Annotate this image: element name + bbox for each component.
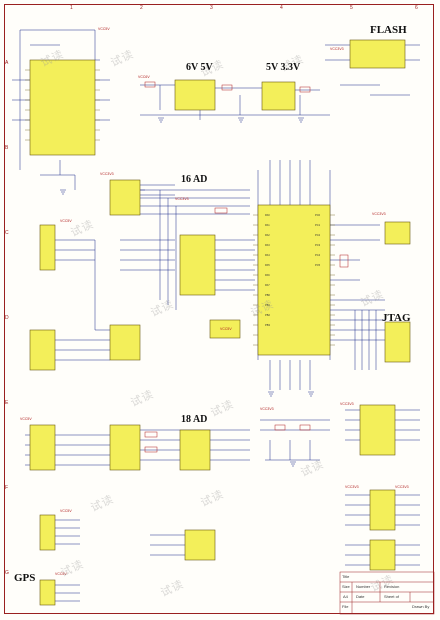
svg-text:PB3: PB3 — [265, 323, 270, 327]
svg-text:PC4: PC4 — [315, 253, 321, 257]
zone-row-f: F — [5, 485, 9, 491]
flash-chip — [349, 39, 406, 69]
main-cpu-chip — [257, 204, 331, 356]
svg-text:VCC3V3: VCC3V3 — [175, 197, 189, 201]
svg-text:PA0: PA0 — [265, 213, 270, 217]
svg-text:VCC3V3: VCC3V3 — [260, 407, 274, 411]
svg-text:PB2: PB2 — [265, 313, 270, 317]
svg-text:VCC3V3: VCC3V3 — [100, 172, 114, 176]
section-title-18-ad: 18 AD — [181, 414, 208, 425]
driver-chip-right — [359, 404, 396, 456]
gps-header — [39, 579, 56, 606]
level-shifter-bottom — [109, 324, 141, 361]
svg-text:VCC5V: VCC5V — [55, 572, 67, 576]
connector-left-bottom — [29, 329, 56, 371]
svg-text:VCC5V: VCC5V — [20, 417, 32, 421]
zone-row-g: G — [5, 570, 9, 576]
svg-text:PA6: PA6 — [265, 273, 270, 277]
section-title-6v-5v: 6V 5V — [186, 62, 213, 73]
svg-text:VCC5V: VCC5V — [60, 509, 72, 513]
title-block-sheet-label: Sheet of — [384, 594, 399, 599]
zone-row-e: E — [5, 400, 9, 406]
header-bottom-right-1 — [369, 489, 396, 531]
chip-bottom-center — [184, 529, 216, 561]
title-block-date-label: Date — [356, 594, 365, 599]
connector-left-mid — [39, 224, 56, 271]
adc-16bit-chip — [179, 234, 216, 296]
section-title-jtag: JTAG — [382, 312, 411, 324]
svg-text:VCC5V: VCC5V — [98, 27, 110, 31]
level-shifter-top — [109, 179, 141, 216]
title-block-number-label: Number — [356, 584, 371, 589]
section-title-5v-3v3: 5V 3.3V — [266, 62, 301, 73]
svg-text:PA7: PA7 — [265, 283, 270, 287]
svg-text:PC0: PC0 — [315, 213, 321, 217]
title-block-file-label: File — [342, 604, 349, 609]
zone-row-b: B — [5, 145, 9, 151]
jtag-header — [384, 321, 411, 363]
title-block-size-value: A4 — [343, 594, 348, 599]
svg-text:VCC5V: VCC5V — [60, 219, 72, 223]
title-block-revision-label: Revision — [384, 584, 400, 589]
svg-text:PC5: PC5 — [315, 263, 321, 267]
section-title-gps: GPS — [14, 572, 36, 584]
svg-text:VCC6V: VCC6V — [138, 75, 150, 79]
zone-row-a: A — [5, 60, 9, 66]
svg-text:PC1: PC1 — [315, 223, 321, 227]
zone-col-5: 5 — [350, 5, 353, 11]
svg-text:VCC3V3: VCC3V3 — [330, 47, 344, 51]
zone-col-2: 2 — [140, 5, 143, 11]
zone-row-c: C — [5, 230, 9, 236]
buffer-ad18 — [109, 424, 141, 471]
svg-text:PC3: PC3 — [315, 243, 321, 247]
header-bottom-left — [39, 514, 56, 551]
svg-text:VCC3V3: VCC3V3 — [345, 485, 359, 489]
adc-18bit-chip — [179, 429, 211, 471]
connector-ad18-left — [29, 424, 56, 471]
oscillator-chip — [384, 221, 411, 245]
zone-col-4: 4 — [280, 5, 283, 11]
title-block-drawn-label: Drawn By — [412, 604, 430, 609]
zone-col-6: 6 — [415, 5, 418, 11]
svg-text:PA1: PA1 — [265, 223, 270, 227]
zone-col-3: 3 — [210, 5, 213, 11]
svg-text:VCC5V: VCC5V — [220, 327, 232, 331]
mcu-chip-top-left — [29, 59, 96, 156]
header-bottom-right-2 — [369, 539, 396, 571]
svg-text:PA5: PA5 — [265, 263, 270, 267]
crystal-block — [209, 319, 241, 339]
sheet-border — [4, 4, 434, 614]
title-block-size-label: Size — [342, 584, 350, 589]
svg-text:VCC3V3: VCC3V3 — [372, 212, 386, 216]
svg-text:PB1: PB1 — [265, 303, 270, 307]
svg-text:VCC3V3: VCC3V3 — [340, 402, 354, 406]
regulator-6v-5v — [174, 79, 216, 111]
svg-text:VCC3V3: VCC3V3 — [395, 485, 409, 489]
section-title-flash: FLASH — [370, 24, 407, 36]
svg-text:PA3: PA3 — [265, 243, 270, 247]
section-title-16-ad: 16 AD — [181, 174, 208, 185]
svg-text:PA2: PA2 — [265, 233, 270, 237]
zone-col-1: 1 — [70, 5, 73, 11]
svg-text:PA4: PA4 — [265, 253, 270, 257]
svg-text:PC2: PC2 — [315, 233, 321, 237]
title-block-title-label: Title — [342, 574, 350, 579]
regulator-5v-3v3 — [261, 81, 296, 111]
zone-row-d: D — [5, 315, 9, 321]
svg-text:PB0: PB0 — [265, 293, 270, 297]
